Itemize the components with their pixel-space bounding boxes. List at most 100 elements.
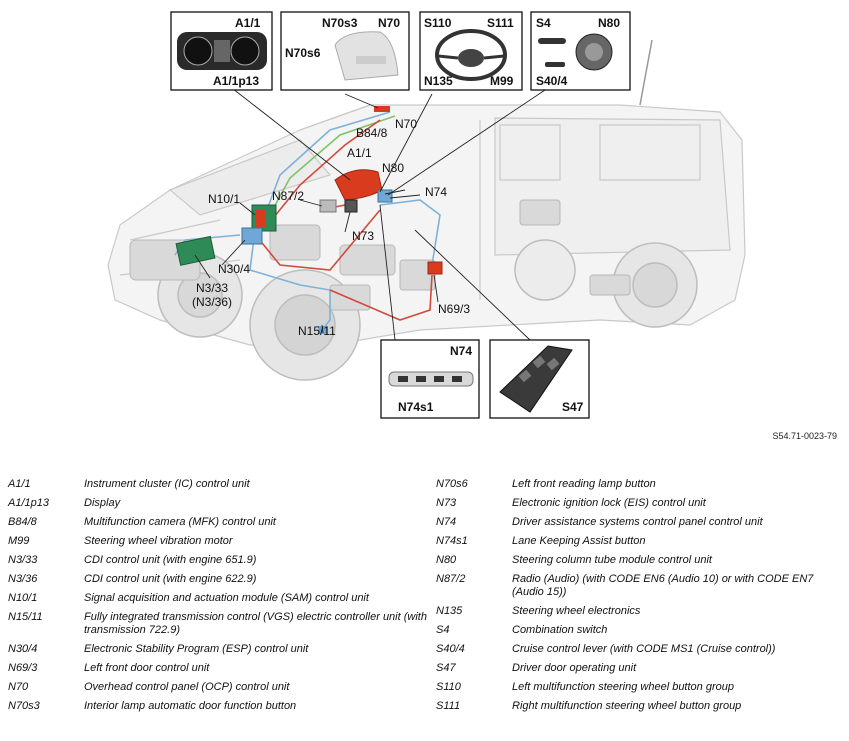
legend-code: N10/1 [8, 592, 38, 604]
legend-code: N74s1 [436, 535, 468, 547]
n87-2-radio-unit [319, 199, 337, 213]
label-n73: N73 [352, 229, 374, 243]
n10-1-sam-unit-red [255, 210, 265, 228]
label-n70: N70 [395, 117, 417, 131]
label-n15-11: N15/11 [298, 324, 336, 338]
n3-33-cdi-unit [175, 235, 216, 266]
legend-description: Steering wheel electronics [512, 605, 641, 617]
legend-description: Fully integrated transmission control (V… [84, 611, 427, 636]
legend-code: S40/4 [436, 643, 465, 655]
legend-code: N30/4 [8, 643, 38, 655]
label-n3-36: (N3/36) [192, 295, 232, 309]
callout-a1-1: A1/1 [235, 16, 261, 30]
callout-n70: N70 [378, 16, 400, 30]
legend-code: N135 [436, 605, 463, 617]
legend-description: Left front door control unit [84, 662, 210, 674]
legend-row: S40/4 Cruise control lever (with CODE MS1… [436, 643, 846, 656]
door-switch-icon [499, 345, 573, 413]
callout-n74s1: N74s1 [398, 400, 434, 414]
legend-code: N3/33 [8, 554, 38, 566]
callout-box-a1-1: A1/1 A1/1p13 [170, 11, 273, 91]
legend-code: S4 [436, 624, 450, 636]
legend-description: Cruise control lever (with CODE MS1 (Cru… [512, 643, 776, 655]
legend-row: N15/11 Fully integrated transmission cont… [8, 611, 428, 637]
vehicle-component-diagram: A1/1 A1/1p13 N70s3 N70 N70s6 S110 S111 N… [107, 11, 746, 419]
leader-lines [194, 79, 561, 341]
legend-code: M99 [8, 535, 30, 547]
callout-box-n74: N74 N74s1 [380, 339, 480, 419]
figure-reference-number: S54.71-0023-79 [772, 431, 837, 441]
callout-n70s6: N70s6 [285, 46, 321, 60]
instrument-cluster-icon [177, 32, 267, 70]
label-n3-33: N3/33 [196, 281, 228, 295]
steering-wheel-icon [435, 29, 507, 81]
callout-s110: S110 [424, 16, 452, 30]
legend-row: N74 Driver assistance systems control pan… [436, 516, 846, 529]
legend-description: Multifunction camera (MFK) control unit [84, 516, 276, 528]
legend-row: N73 Electronic ignition lock (EIS) contro… [436, 497, 846, 510]
legend-code: N80 [436, 554, 457, 566]
legend-description: Lane Keeping Assist button [512, 535, 646, 547]
n30-4-esp-unit [241, 227, 263, 245]
label-b84-8: B84/8 [356, 126, 388, 140]
legend-code: S111 [436, 700, 461, 712]
legend-code: N3/36 [8, 573, 38, 585]
legend-row: S4 Combination switch [436, 624, 846, 637]
legend-row: N69/3 Left front door control unit [8, 662, 428, 675]
legend-description: Steering column tube module control unit [512, 554, 712, 566]
legend-code: A1/1p13 [8, 497, 49, 509]
legend-description: Left multifunction steering wheel button… [512, 681, 734, 693]
callout-m99: M99 [490, 74, 514, 88]
legend-code: N15/11 [8, 611, 43, 623]
legend-description: Signal acquisition and actuation module … [84, 592, 369, 604]
callout-a1-1p13: A1/1p13 [213, 74, 259, 88]
legend-description: Electronic Stability Program (ESP) contr… [84, 643, 309, 655]
legend-description: Right multifunction steering wheel butto… [512, 700, 742, 712]
callout-n74: N74 [450, 344, 472, 358]
legend-description: Driver assistance systems control panel … [512, 516, 763, 528]
callout-n135: N135 [424, 74, 453, 88]
vehicle-internals [129, 199, 631, 311]
legend-code: N70 [8, 681, 29, 693]
callout-n80: N80 [598, 16, 620, 30]
callout-n70s3: N70s3 [322, 16, 358, 30]
label-n30-4: N30/4 [218, 262, 250, 276]
legend-code: N73 [436, 497, 457, 509]
legend-description: Display [84, 497, 121, 509]
legend-code: N74 [436, 516, 457, 528]
legend-description: Steering wheel vibration motor [84, 535, 233, 547]
callout-s47: S47 [562, 400, 584, 414]
label-n74: N74 [425, 185, 447, 199]
label-n69-3: N69/3 [438, 302, 470, 316]
legend-code: N70s3 [8, 700, 40, 712]
legend-description: Electronic ignition lock (EIS) control u… [512, 497, 706, 509]
callout-s4: S4 [536, 16, 551, 30]
callout-s111: S111 [487, 16, 514, 30]
callout-s40-4: S40/4 [536, 74, 568, 88]
legend-description: CDI control unit (with engine 651.9) [84, 554, 257, 566]
label-n80: N80 [382, 161, 404, 175]
callout-box-combination-switch: S4 N80 S40/4 [530, 11, 631, 91]
legend-row: N87/2 Radio (Audio) (with CODE EN6 (Audio… [436, 573, 846, 599]
legend-description: Left front reading lamp button [512, 478, 656, 490]
legend-row: N10/1 Signal acquisition and actuation mo… [8, 592, 428, 605]
callout-box-n70: N70s3 N70 N70s6 [280, 11, 410, 91]
legend-description: Combination switch [512, 624, 608, 636]
component-labels: B84/8 N70 A1/1 N80 N74 N10/1 N87/2 N73 N… [192, 117, 470, 338]
legend-code: S47 [436, 662, 456, 674]
legend-code: N87/2 [436, 573, 466, 585]
legend-code: N69/3 [8, 662, 38, 674]
n73-eis-unit [344, 199, 358, 213]
legend-row: N30/4 Electronic Stability Program (ESP) … [8, 643, 428, 656]
legend-description: Radio (Audio) (with CODE EN6 (Audio 10) … [512, 573, 814, 598]
legend-row: M99 Steering wheel vibration motor [8, 535, 428, 548]
